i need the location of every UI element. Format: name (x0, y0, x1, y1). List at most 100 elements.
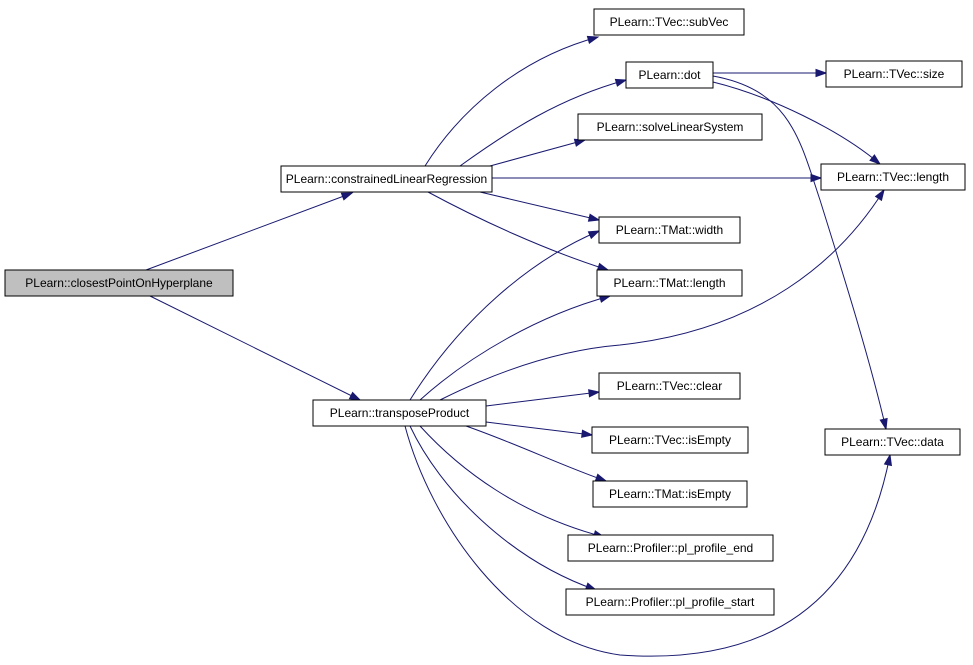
node-tvecLength[interactable]: PLearn::TVec::length (820, 163, 966, 191)
node-label: PLearn::TMat::width (616, 223, 723, 237)
node-profileStart[interactable]: PLearn::Profiler::pl_profile_start (565, 588, 775, 616)
edge-arrowhead (587, 230, 601, 240)
node-label: PLearn::constrainedLinearRegression (286, 172, 487, 186)
node-solveLinearSystem[interactable]: PLearn::solveLinearSystem (577, 113, 763, 141)
edge-transposeProduct-to-tvecIsEmpty (485, 421, 594, 438)
edge-constrainedLinearRegression-to-tvecLength (492, 173, 823, 183)
edge-line (465, 425, 607, 482)
node-closestPointOnHyperplane[interactable]: PLearn::closestPointOnHyperplane (4, 269, 234, 297)
node-dot[interactable]: PLearn::dot (625, 61, 714, 89)
edge-closestPointOnHyperplane-to-constrainedLinearRegression (145, 192, 354, 271)
node-box[interactable] (596, 269, 743, 297)
node-label: PLearn::TMat::length (613, 276, 725, 290)
node-label: PLearn::transposeProduct (330, 406, 470, 420)
edge-closestPointOnHyperplane-to-transposeProduct (149, 295, 362, 401)
node-tvecSize[interactable]: PLearn::TVec::size (825, 60, 963, 88)
node-profileEnd[interactable]: PLearn::Profiler::pl_profile_end (567, 534, 774, 562)
node-box[interactable] (280, 165, 493, 193)
node-constrainedLinearRegression[interactable]: PLearn::constrainedLinearRegression (280, 165, 493, 193)
edge-transposeProduct-to-tmatLength (419, 294, 612, 401)
node-label: PLearn::Profiler::pl_profile_end (588, 541, 753, 555)
edge-line (712, 75, 887, 430)
edge-arrowhead (348, 391, 362, 401)
edge-arrowhead (594, 473, 608, 482)
call-graph-nodes: PLearn::closestPointOnHyperplanePLearn::… (4, 8, 966, 616)
node-box[interactable] (625, 61, 714, 89)
node-tmatIsEmpty[interactable]: PLearn::TMat::isEmpty (592, 480, 748, 508)
node-box[interactable] (565, 588, 775, 616)
edge-arrowhead (869, 154, 882, 165)
edge-line (145, 192, 353, 271)
node-tvecData[interactable]: PLearn::TVec::data (824, 428, 961, 456)
edge-line (149, 295, 361, 401)
edge-constrainedLinearRegression-to-subVec (424, 35, 600, 167)
node-box[interactable] (591, 426, 749, 454)
node-transposeProduct[interactable]: PLearn::transposeProduct (312, 399, 487, 427)
node-box[interactable] (598, 216, 741, 244)
call-graph-edges (145, 35, 892, 657)
edge-line (424, 36, 599, 167)
edge-line (419, 425, 605, 538)
edge-arrowhead (581, 429, 594, 438)
edge-line (485, 421, 593, 436)
edge-constrainedLinearRegression-to-dot (459, 78, 628, 167)
edge-line (439, 189, 885, 401)
node-box[interactable] (598, 372, 741, 400)
edge-line (489, 139, 586, 167)
edge-transposeProduct-to-tvecLength (439, 188, 885, 401)
node-label: PLearn::TVec::size (844, 67, 945, 81)
node-label: PLearn::TVec::clear (617, 379, 722, 393)
node-label: PLearn::Profiler::pl_profile_start (586, 595, 755, 609)
node-box[interactable] (824, 428, 961, 456)
edge-line (427, 191, 609, 271)
node-label: PLearn::TVec::length (837, 170, 949, 184)
edge-line (485, 391, 600, 407)
edge-arrowhead (588, 389, 601, 398)
node-box[interactable] (312, 399, 487, 427)
node-label: PLearn::TVec::isEmpty (609, 433, 731, 447)
edge-transposeProduct-to-tvecData (404, 425, 892, 657)
node-box[interactable] (567, 534, 774, 562)
edge-line (459, 79, 627, 167)
edge-line (479, 191, 600, 221)
edge-line (404, 425, 891, 657)
edge-line (419, 295, 611, 401)
node-tmatWidth[interactable]: PLearn::TMat::width (598, 216, 741, 244)
node-subVec[interactable]: PLearn::TVec::subVec (593, 8, 745, 36)
node-label: PLearn::TMat::isEmpty (609, 487, 731, 501)
edge-arrowhead (815, 68, 828, 78)
edge-arrowhead (874, 188, 885, 202)
node-box[interactable] (577, 113, 763, 141)
edge-arrowhead (596, 262, 610, 271)
node-label: PLearn::TVec::subVec (610, 15, 729, 29)
edge-line (409, 425, 597, 591)
edge-dot-to-tvecSize (713, 68, 828, 78)
node-label: PLearn::solveLinearSystem (597, 120, 744, 134)
node-label: PLearn::closestPointOnHyperplane (25, 276, 213, 290)
edge-arrowhead (586, 35, 600, 44)
node-box[interactable] (820, 163, 966, 191)
node-tvecClear[interactable]: PLearn::TVec::clear (598, 372, 741, 400)
edge-constrainedLinearRegression-to-tmatWidth (479, 191, 601, 222)
edge-transposeProduct-to-tmatWidth (409, 230, 601, 401)
node-label: PLearn::dot (638, 68, 701, 82)
node-box[interactable] (825, 60, 963, 88)
edge-arrowhead (614, 78, 628, 87)
edge-arrowhead (340, 192, 354, 201)
edge-dot-to-tvecData (712, 75, 888, 431)
edge-arrowhead (883, 453, 892, 467)
edge-arrowhead (587, 213, 601, 222)
edge-transposeProduct-to-tvecClear (485, 389, 601, 407)
node-tvecIsEmpty[interactable]: PLearn::TVec::isEmpty (591, 426, 749, 454)
node-box[interactable] (4, 269, 234, 297)
node-box[interactable] (593, 8, 745, 36)
node-box[interactable] (592, 480, 748, 508)
edge-line (409, 230, 600, 401)
edge-constrainedLinearRegression-to-solveLinearSystem (489, 138, 587, 167)
node-tmatLength[interactable]: PLearn::TMat::length (596, 269, 743, 297)
edge-constrainedLinearRegression-to-tmatLength (427, 191, 610, 271)
node-label: PLearn::TVec::data (841, 435, 944, 449)
edge-dot-to-tvecLength (712, 81, 882, 165)
edge-arrowhead (879, 417, 888, 431)
